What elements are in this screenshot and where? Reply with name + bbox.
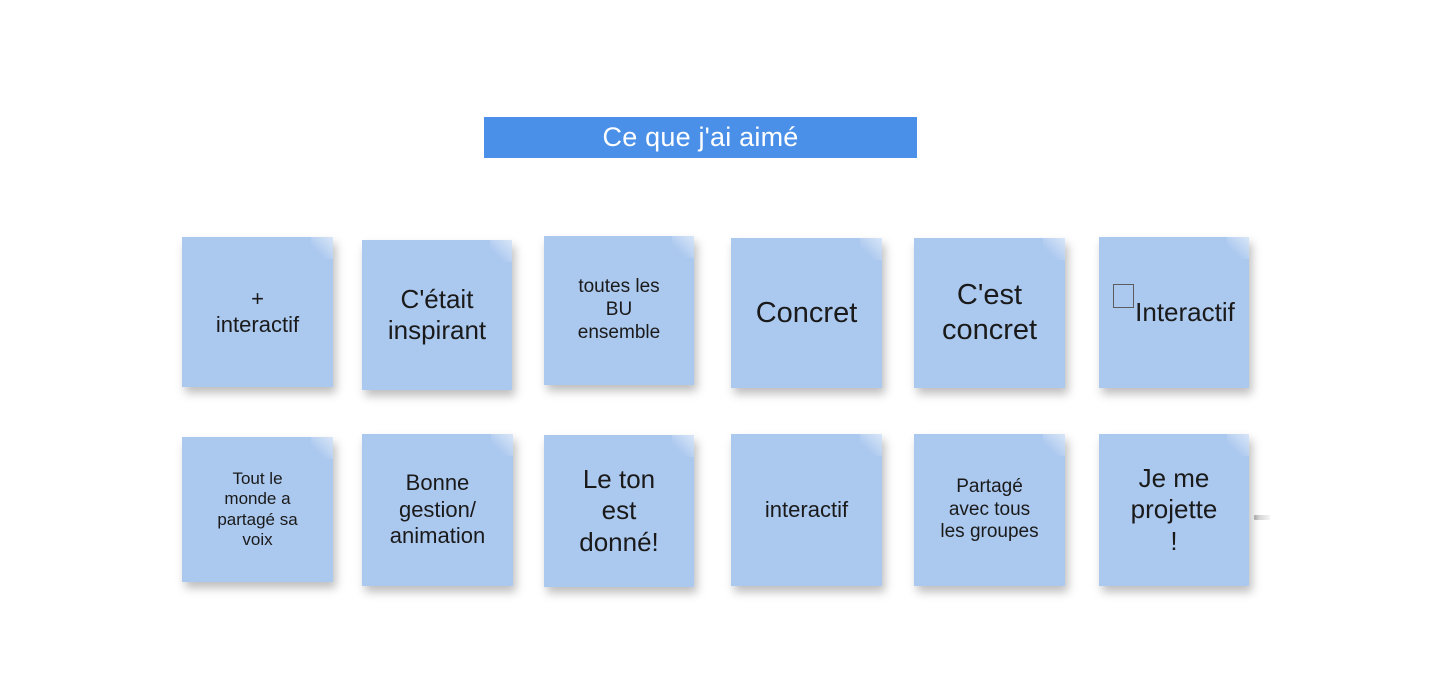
sticky-note[interactable]: toutes les BU ensemble bbox=[544, 236, 694, 385]
sticky-note[interactable]: + interactif bbox=[182, 237, 333, 387]
stray-resize-handle-artifact bbox=[1254, 515, 1270, 520]
sticky-note-text: Concret bbox=[755, 296, 858, 329]
sticky-note-text: + interactif bbox=[215, 285, 300, 337]
sticky-note[interactable]: C'était inspirant bbox=[362, 240, 512, 390]
slide-title-banner: Ce que j'ai aimé bbox=[484, 117, 917, 158]
missing-glyph-box-icon bbox=[1113, 283, 1135, 308]
sticky-note[interactable]: Concret bbox=[731, 238, 882, 388]
sticky-note[interactable]: C'est concret bbox=[914, 238, 1065, 388]
sticky-note-text: Le ton est donné! bbox=[579, 464, 659, 557]
sticky-note[interactable]: Bonne gestion/ animation bbox=[362, 434, 513, 586]
sticky-note-text: C'était inspirant bbox=[387, 283, 487, 345]
sticky-note-text: interactif bbox=[764, 496, 849, 522]
sticky-note-text: Bonne gestion/ animation bbox=[389, 470, 486, 549]
sticky-note-text-wrapper: Interactif bbox=[1113, 283, 1235, 328]
sticky-note[interactable]: Partagé avec tous les groupes bbox=[914, 434, 1065, 586]
sticky-note[interactable]: Tout le monde a partagé sa voix bbox=[182, 437, 333, 582]
sticky-note-text: toutes les BU ensemble bbox=[577, 276, 661, 343]
sticky-note-text: Partagé avec tous les groupes bbox=[940, 475, 1039, 543]
slide-title-text: Ce que j'ai aimé bbox=[602, 122, 799, 152]
sticky-note-text: Je me projette ! bbox=[1130, 463, 1218, 556]
sticky-note[interactable]: interactif bbox=[731, 434, 882, 586]
sticky-note[interactable]: Le ton est donné! bbox=[544, 435, 694, 587]
sticky-note[interactable]: Interactif bbox=[1099, 237, 1249, 388]
sticky-note-text: Tout le monde a partagé sa voix bbox=[217, 468, 298, 549]
sticky-note-text: C'est concret bbox=[941, 279, 1038, 346]
sticky-note-text: Interactif bbox=[1135, 296, 1235, 327]
sticky-note[interactable]: Je me projette ! bbox=[1099, 434, 1249, 586]
